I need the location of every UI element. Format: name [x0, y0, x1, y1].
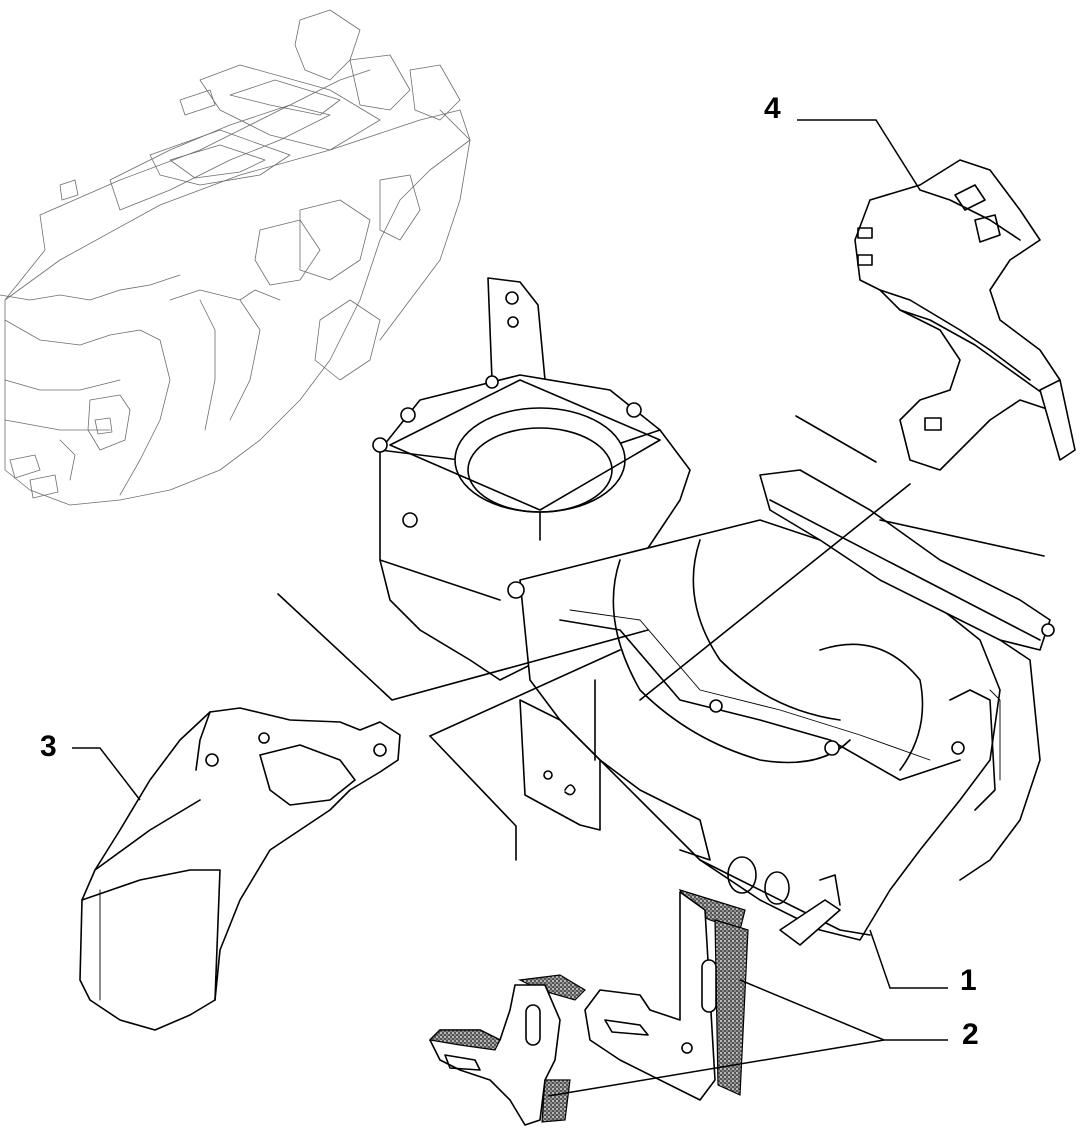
callout-3-label: 3 [40, 730, 57, 763]
overview-heater-assembly [0, 9, 471, 506]
callout-1-label: 1 [960, 964, 977, 997]
callout-2-label: 2 [962, 1018, 979, 1051]
part-2-brackets [428, 889, 749, 1126]
part-1-heater-box [277, 277, 1055, 946]
part-3-duct [79, 707, 401, 1031]
part-4-bracket [854, 159, 1076, 471]
callout-4-label: 4 [764, 92, 781, 125]
callout-leaders [72, 119, 948, 1097]
